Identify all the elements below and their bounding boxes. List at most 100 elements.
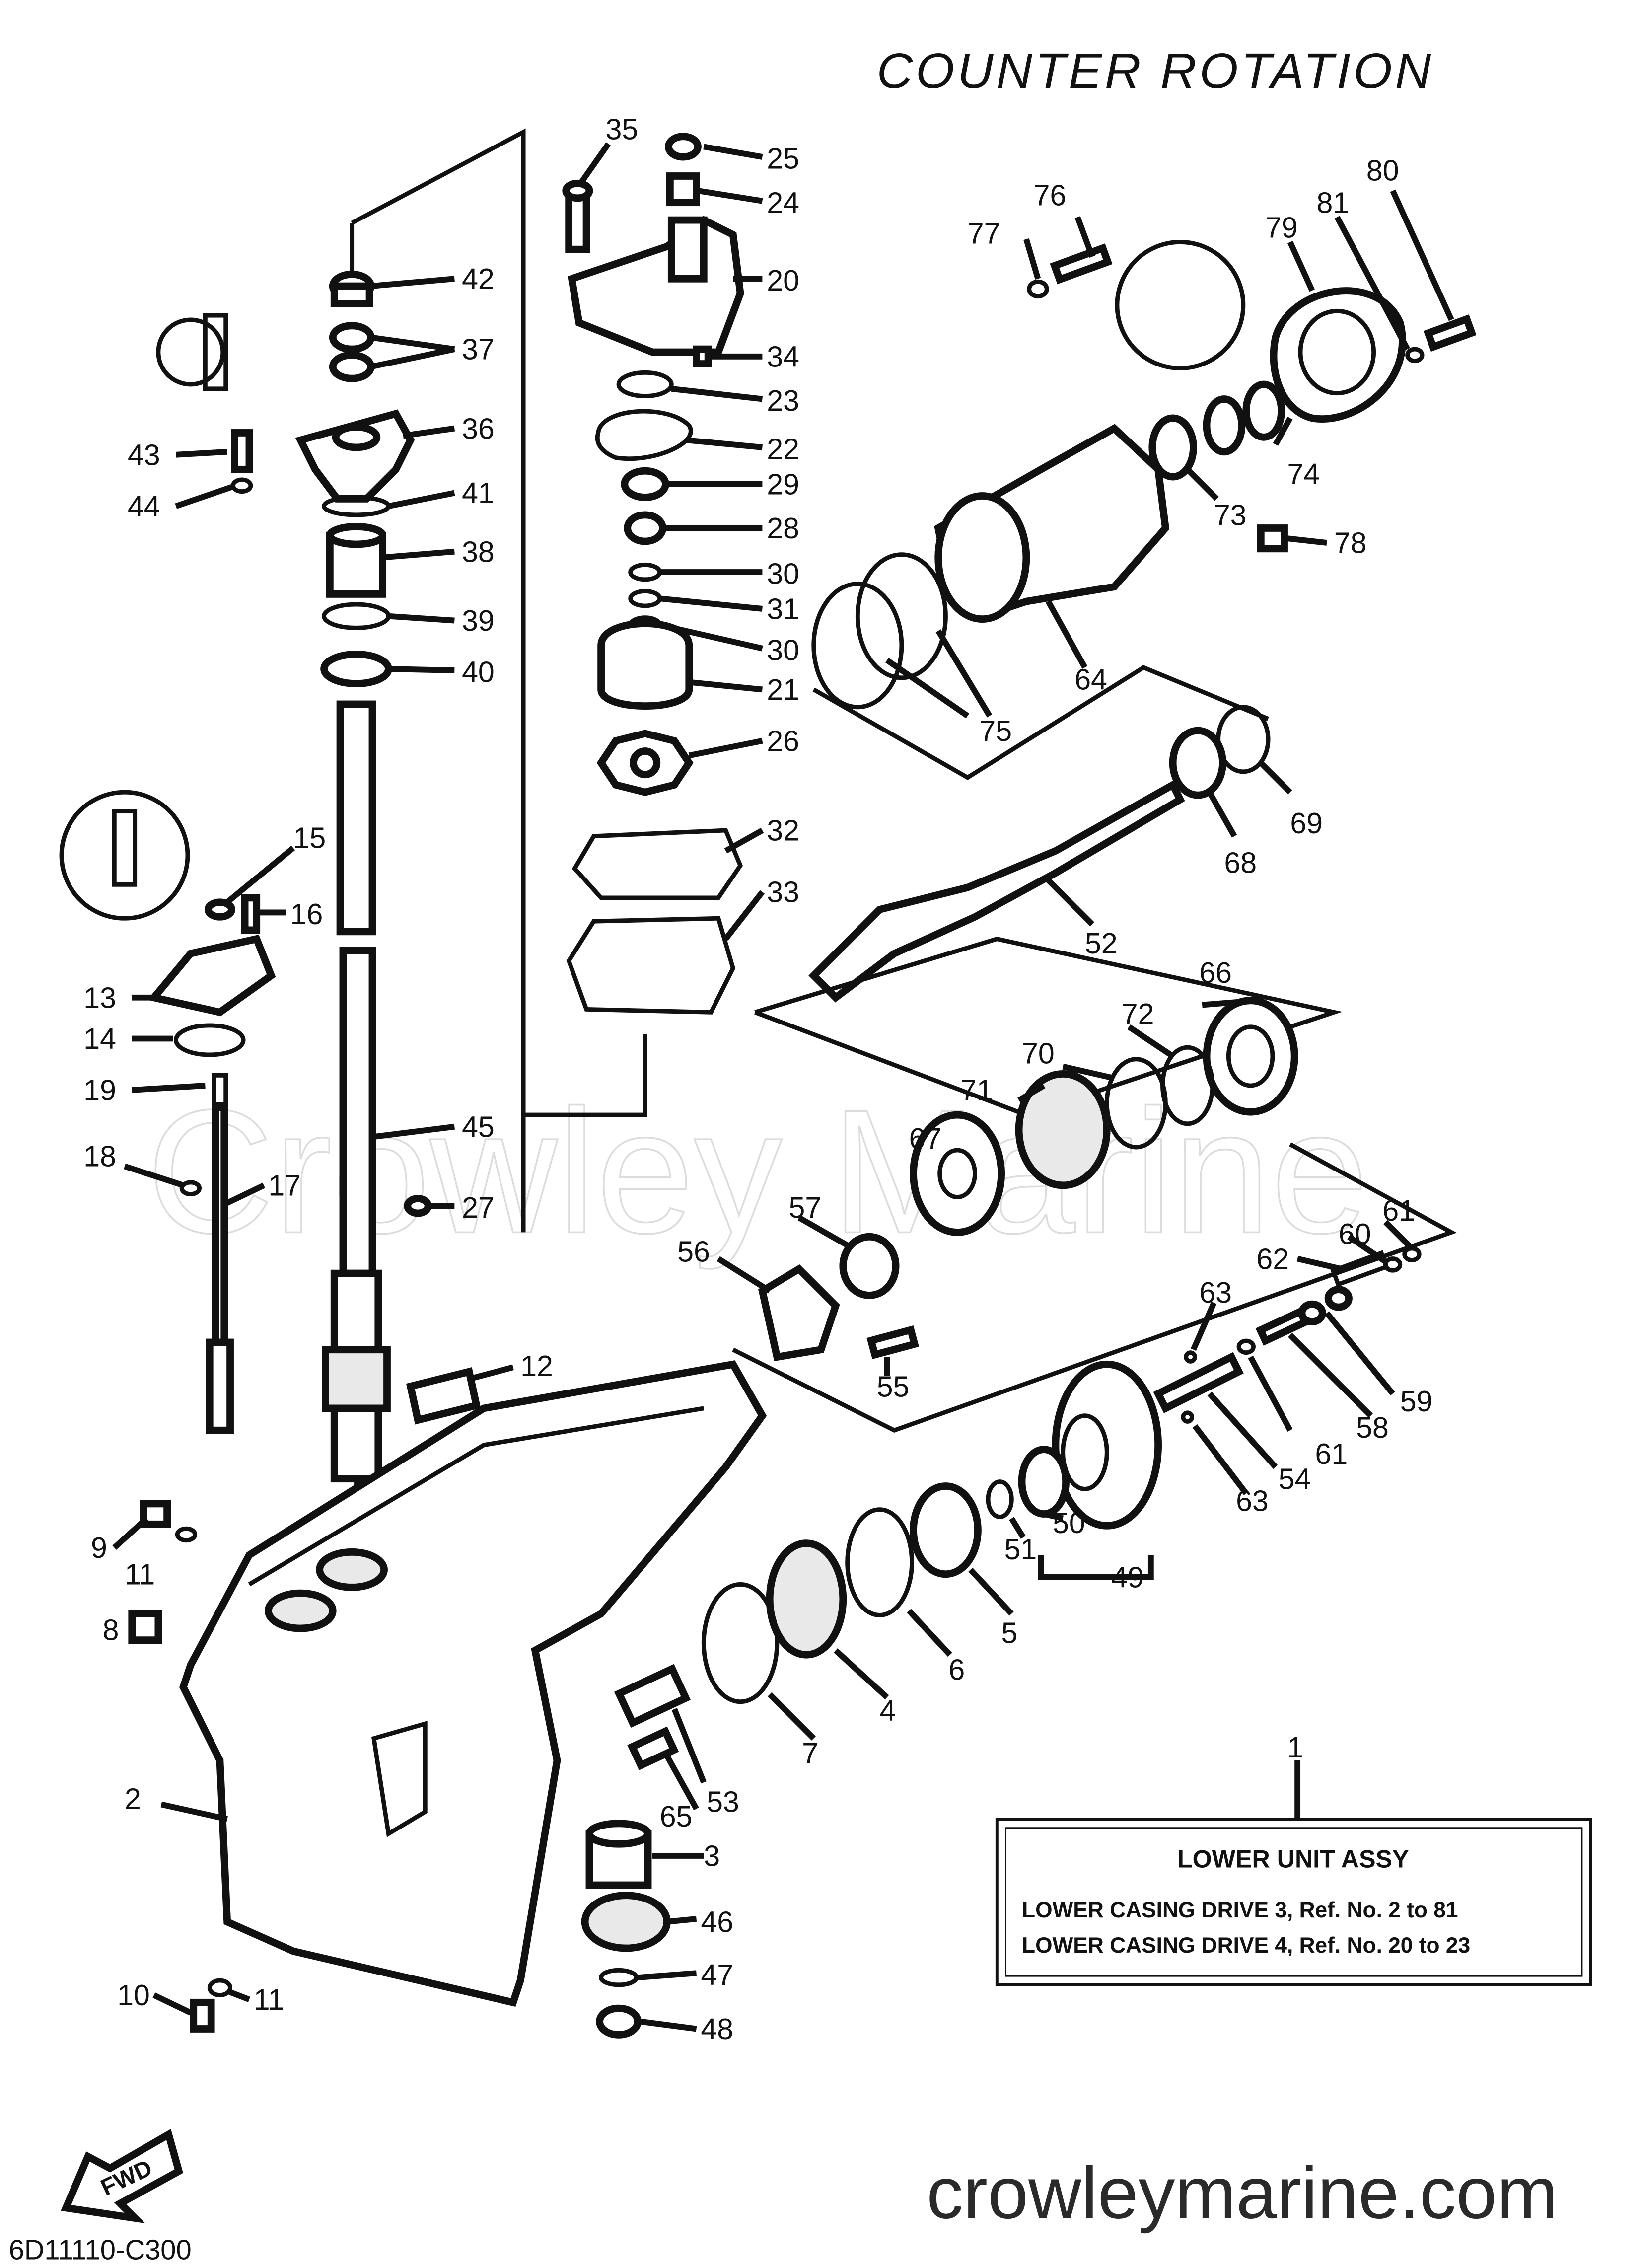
part-34-pin [693,345,712,367]
grease-callout-circle-2 [1115,239,1246,370]
callout-79: 79 [1265,212,1298,244]
callout-64: 64 [1074,663,1107,696]
callout-81: 81 [1317,186,1350,219]
callout-4: 4 [880,1694,896,1727]
callout-15: 15 [293,821,326,854]
callout-22: 22 [767,433,799,466]
part-39-washer [322,602,391,630]
callout-33: 33 [767,876,799,909]
part-31-washer [628,589,662,608]
fwd-arrow: FWD [61,2129,183,2224]
callout-51: 51 [1004,1533,1037,1566]
callout-11b: 11 [254,1983,284,2016]
callout-53: 53 [707,1785,739,1818]
part-52-propeller-shaft [808,780,1185,1003]
leader-lines [112,142,1454,2032]
part-4-bearing-housing [766,1539,847,1659]
grease-callout-circle [59,790,190,921]
callout-55: 55 [877,1370,910,1403]
part-27-key [404,1195,432,1217]
part-56-dog-clutch [758,1264,840,1361]
part-23-o-ring [616,370,674,399]
callout-61b: 61 [1315,1438,1348,1470]
callout-59: 59 [1400,1385,1433,1418]
part-77-washer [1027,279,1049,299]
callout-6: 6 [948,1653,965,1686]
part-50-bearing [1018,1446,1070,1518]
callout-35: 35 [605,113,638,146]
callout-11a: 11 [125,1558,155,1591]
part-28-outer-plate [624,511,666,545]
part-80-bolt [1423,314,1477,352]
part-75-o-ring [855,552,948,680]
water-pump-group [523,133,744,1117]
callout-52: 52 [1085,927,1118,960]
callout-74: 74 [1287,458,1320,491]
callout-47: 47 [701,1959,733,1991]
callout-3: 3 [704,1840,720,1873]
part-5-needle-bearing [910,1482,982,1578]
watermark-diagonal: Crowley Marine [146,1073,1368,1271]
part-30-washer [628,562,662,582]
callout-20: 20 [767,264,799,297]
part-53-shift-cam [614,1664,691,1728]
callout-76: 76 [1034,179,1067,212]
part-67-forward-gear [910,1111,1005,1236]
callout-40: 40 [462,656,495,689]
part-79-cap [1270,287,1406,423]
callout-43: 43 [128,439,160,471]
shift-rod-group [59,313,276,2033]
part-21-impeller-housing [597,620,693,710]
diagram-title: COUNTER ROTATION [877,43,1434,99]
part-55-pin [866,1325,919,1359]
callout-73: 73 [1214,499,1247,532]
callout-56: 56 [677,1235,710,1268]
assembly-box-title: LOWER UNIT ASSY [1177,1845,1409,1873]
part-11-gasket-lower [207,1978,232,1997]
assembly-info-box: 1 LOWER UNIT ASSY LOWER CASING DRIVE 3, … [995,1731,1592,1986]
callout-57: 57 [789,1191,822,1224]
callout-31: 31 [767,593,799,626]
part-45-driveshaft [339,947,376,1277]
callout-17: 17 [268,1170,301,1202]
callout-58: 58 [1356,1411,1389,1444]
part-36-bearing-housing [295,409,415,503]
part-65-pin [627,1726,679,1770]
part-61-clip [1402,1246,1422,1262]
callout-7: 7 [802,1737,818,1770]
callout-65: 65 [660,1800,693,1833]
part-76-bolt [1050,243,1113,285]
callout-49: 49 [1111,1561,1144,1594]
callout-16: 16 [290,898,323,931]
callout-63b: 63 [1236,1485,1269,1518]
part-48-nut [596,2004,642,2039]
part-37-oil-seal [329,322,375,353]
propshaft-group [581,239,1477,2039]
part-78-plug [1257,524,1288,553]
assembly-box-line2: LOWER CASING DRIVE 4, Ref. No. 20 to 23 [1022,1933,1470,1958]
callout-36: 36 [462,412,495,445]
callout-60: 60 [1339,1218,1371,1250]
part-73-bearing [1148,414,1197,481]
callout-10: 10 [117,1979,150,2012]
callout-9: 9 [91,1532,107,1564]
callout-67: 67 [909,1122,942,1155]
callout-14: 14 [83,1023,116,1055]
callout-61a: 61 [1382,1194,1415,1227]
part-25-grommet [665,133,702,161]
callout-44: 44 [128,490,160,523]
watermark-site: crowleymarine.com [927,2152,1558,2234]
callout-75: 75 [979,715,1012,747]
callout-30b: 30 [767,634,799,666]
callout-42: 42 [462,263,495,295]
callout-28: 28 [767,512,799,545]
callout-5: 5 [1001,1617,1018,1650]
callout-78: 78 [1334,527,1367,560]
callout-12: 12 [520,1350,553,1383]
callout-labels: 35 25 24 20 34 23 22 29 28 30 31 30 21 2… [83,113,1432,2046]
callout-25: 25 [767,143,799,175]
callout-27: 27 [462,1191,495,1224]
part-47-washer [599,1968,639,1987]
callout-66: 66 [1199,956,1232,989]
